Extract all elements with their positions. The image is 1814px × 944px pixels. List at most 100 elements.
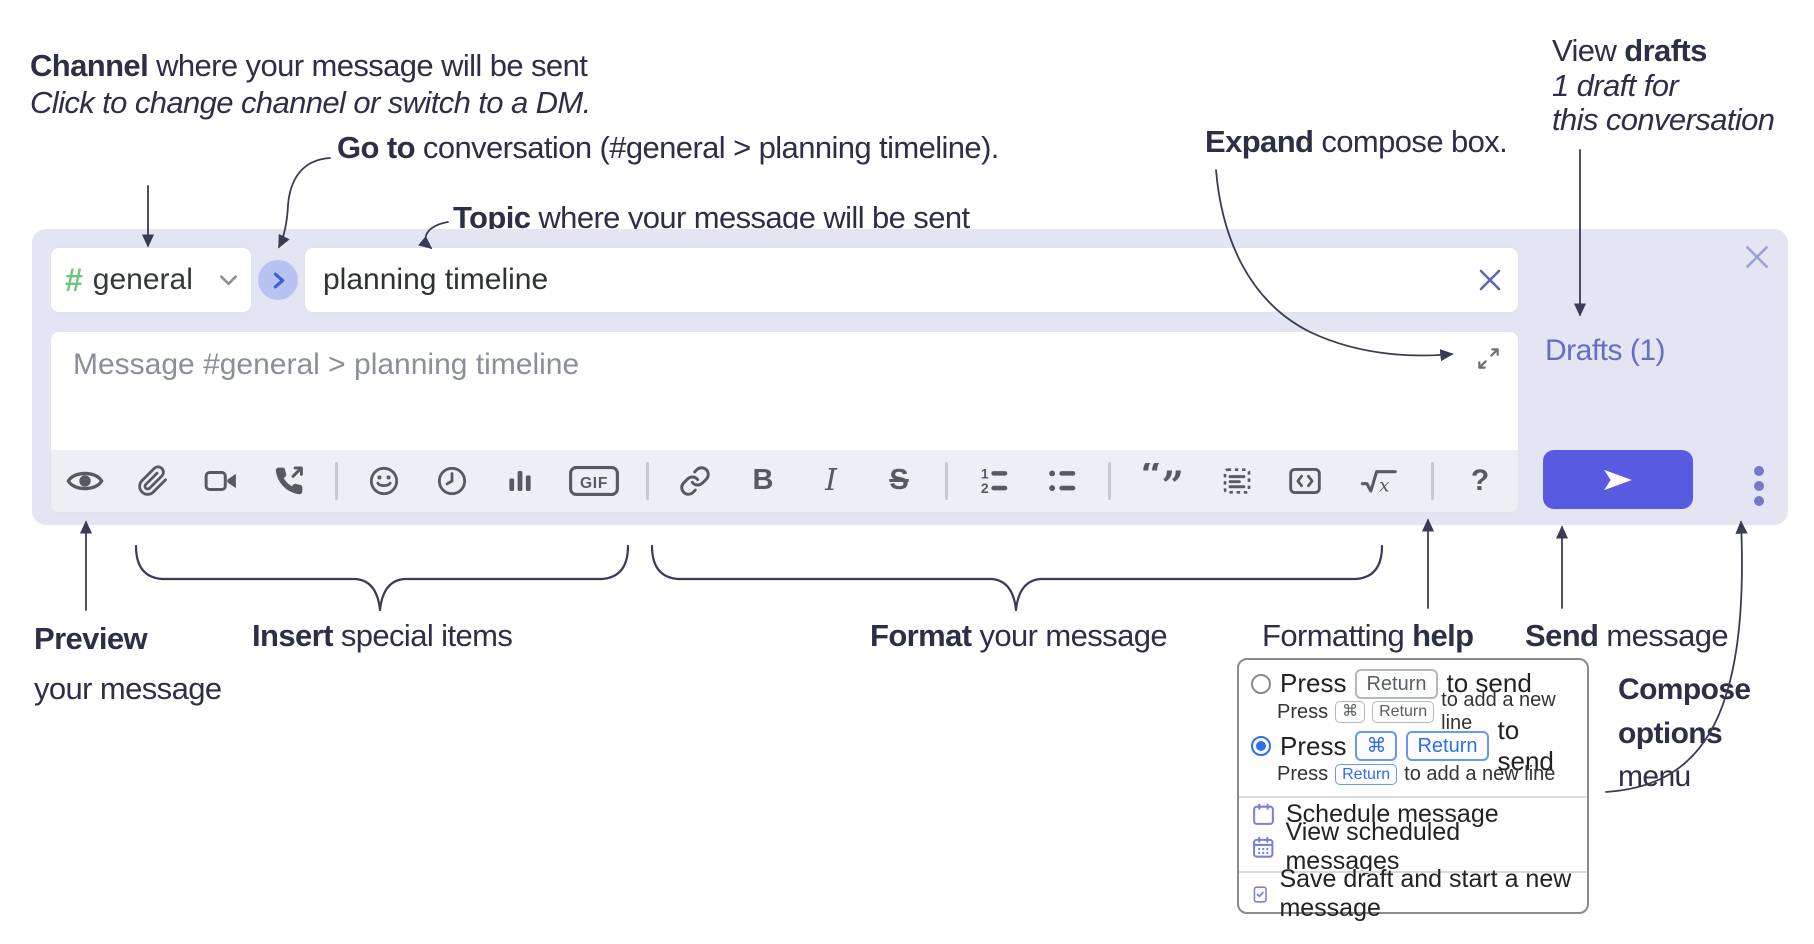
option1-subtext: Press ⌘ Return to add a new line	[1277, 689, 1575, 734]
kebab-dot	[1754, 481, 1764, 491]
calendar-grid-icon	[1253, 836, 1274, 858]
link-icon	[680, 466, 710, 496]
svg-text:x: x	[1379, 476, 1390, 497]
compose-options-menu-button[interactable]	[1745, 458, 1773, 514]
preview-button[interactable]	[63, 459, 107, 503]
annotation-send-bold: Send	[1525, 618, 1599, 653]
bold-icon: B	[752, 464, 774, 497]
svg-text:2: 2	[981, 480, 989, 496]
chevron-right-icon	[273, 272, 284, 288]
annotation-channel: Channel where your message will be sent …	[30, 48, 591, 121]
radio-selected-icon	[1251, 736, 1271, 756]
global-time-button[interactable]	[430, 459, 474, 503]
quote-button[interactable]: “”	[1135, 459, 1191, 503]
channel-hash-icon: #	[65, 262, 83, 298]
channel-selector[interactable]: # general	[50, 247, 252, 313]
message-textarea[interactable]	[51, 332, 1518, 450]
strikethrough-button[interactable]: S	[877, 459, 921, 503]
menu-item-schedule-message[interactable]: Schedule message	[1251, 800, 1575, 829]
annotation-preview-bold: Preview	[34, 621, 148, 656]
bulleted-list-button[interactable]	[1040, 459, 1084, 503]
code-button[interactable]	[1283, 459, 1327, 503]
svg-text:“: “	[1141, 463, 1163, 499]
annotation-preview: Preview your message	[34, 614, 222, 713]
voice-call-button[interactable]	[267, 459, 311, 503]
annotation-expand: Expand compose box.	[1205, 124, 1508, 161]
message-compose-area: GIF B I S 12 “” x ?	[50, 331, 1519, 513]
italic-icon: I	[825, 462, 837, 498]
option1-suffix: to send	[1446, 668, 1532, 698]
option-return-to-send[interactable]: Press Return to send	[1251, 668, 1575, 699]
close-compose-button[interactable]	[1741, 241, 1773, 278]
popup-divider	[1239, 796, 1587, 798]
send-icon	[1604, 469, 1632, 490]
cmd-keycap-blue: ⌘	[1355, 731, 1398, 761]
annotation-channel-bold: Channel	[30, 48, 149, 83]
recipient-row: # general	[50, 247, 1519, 313]
annotation-copts-line2: options	[1618, 716, 1723, 750]
gif-button[interactable]: GIF	[566, 459, 622, 503]
annotation-go-to: Go to conversation (#general > planning …	[337, 130, 999, 167]
annotation-copts-line1: Compose	[1618, 673, 1751, 706]
kebab-dot	[1754, 496, 1764, 506]
phone-call-icon	[275, 466, 303, 495]
option1-press: Press	[1280, 668, 1347, 698]
link-button[interactable]	[673, 459, 717, 503]
option-cmd-return-to-send[interactable]: Press ⌘ Return to send	[1251, 715, 1575, 776]
calendar-icon	[1253, 803, 1274, 825]
math-icon: x	[1360, 470, 1397, 497]
message-formatting-help-button[interactable]: ?	[1458, 459, 1502, 503]
attach-file-button[interactable]	[131, 459, 175, 503]
send-button[interactable]	[1543, 450, 1693, 509]
clear-topic-icon[interactable]	[1476, 266, 1504, 294]
italic-button[interactable]: I	[809, 459, 853, 503]
menu-item-view-scheduled-messages[interactable]: View scheduled messages	[1251, 818, 1575, 875]
annotation-insert-rest: special items	[332, 618, 513, 653]
annotation-compose-options: Compose options menu	[1618, 668, 1751, 799]
option2-sub-press: Press	[1277, 763, 1329, 785]
math-button[interactable]: x	[1351, 459, 1407, 503]
toolbar-divider	[1108, 461, 1111, 500]
annotation-drafts-pre: View	[1552, 33, 1625, 68]
svg-text:”: ”	[1162, 463, 1184, 499]
document-check-icon	[1253, 885, 1267, 903]
svg-text:1: 1	[981, 465, 989, 481]
question-mark-icon: ?	[1470, 463, 1490, 497]
kebab-dot	[1754, 466, 1764, 476]
annotation-copts-line3: menu	[1618, 760, 1691, 793]
expand-compose-icon[interactable]	[1475, 345, 1502, 377]
chevron-down-icon	[220, 274, 237, 285]
poll-button[interactable]	[498, 459, 542, 503]
spoiler-button[interactable]	[1215, 459, 1259, 503]
annotation-format-bold: Format	[870, 618, 972, 653]
menu-item-label: Schedule message	[1286, 800, 1499, 828]
close-icon	[1746, 246, 1768, 268]
popup-divider	[1239, 871, 1587, 873]
annotation-fmthelp-pre: Formatting	[1262, 618, 1413, 653]
bold-button[interactable]: B	[741, 459, 785, 503]
cmd-keycap: ⌘	[1335, 701, 1366, 723]
radio-unselected-icon	[1251, 673, 1271, 694]
channel-name: general	[92, 263, 193, 296]
drafts-link[interactable]: Drafts (1)	[1545, 334, 1666, 367]
code-icon	[1289, 467, 1321, 494]
video-camera-icon	[204, 470, 236, 491]
emoji-button[interactable]	[362, 459, 406, 503]
option2-suffix: to send	[1497, 715, 1554, 776]
annotation-format-rest: your message	[971, 618, 1167, 653]
video-call-button[interactable]	[199, 459, 243, 503]
menu-item-save-draft[interactable]: Save draft and start a new message	[1251, 865, 1575, 922]
go-to-conversation-button[interactable]	[258, 260, 298, 300]
numbered-list-icon: 12	[981, 465, 1008, 496]
quote-icon: “”	[1141, 463, 1184, 499]
option1-sub-suffix: to add a new line	[1441, 689, 1556, 734]
strikethrough-icon: S	[889, 464, 909, 497]
annotation-drafts-line2: 1 draft for	[1552, 67, 1679, 103]
toolbar-divider	[945, 461, 948, 500]
menu-item-label: Save draft and start a new message	[1279, 865, 1572, 922]
annotation-drafts-bold: drafts	[1624, 33, 1707, 68]
annotation-fmthelp-bold: help	[1412, 618, 1474, 653]
topic-input[interactable]	[323, 263, 1476, 297]
annotation-view-drafts: View drafts 1 draft for this conversatio…	[1552, 33, 1775, 138]
